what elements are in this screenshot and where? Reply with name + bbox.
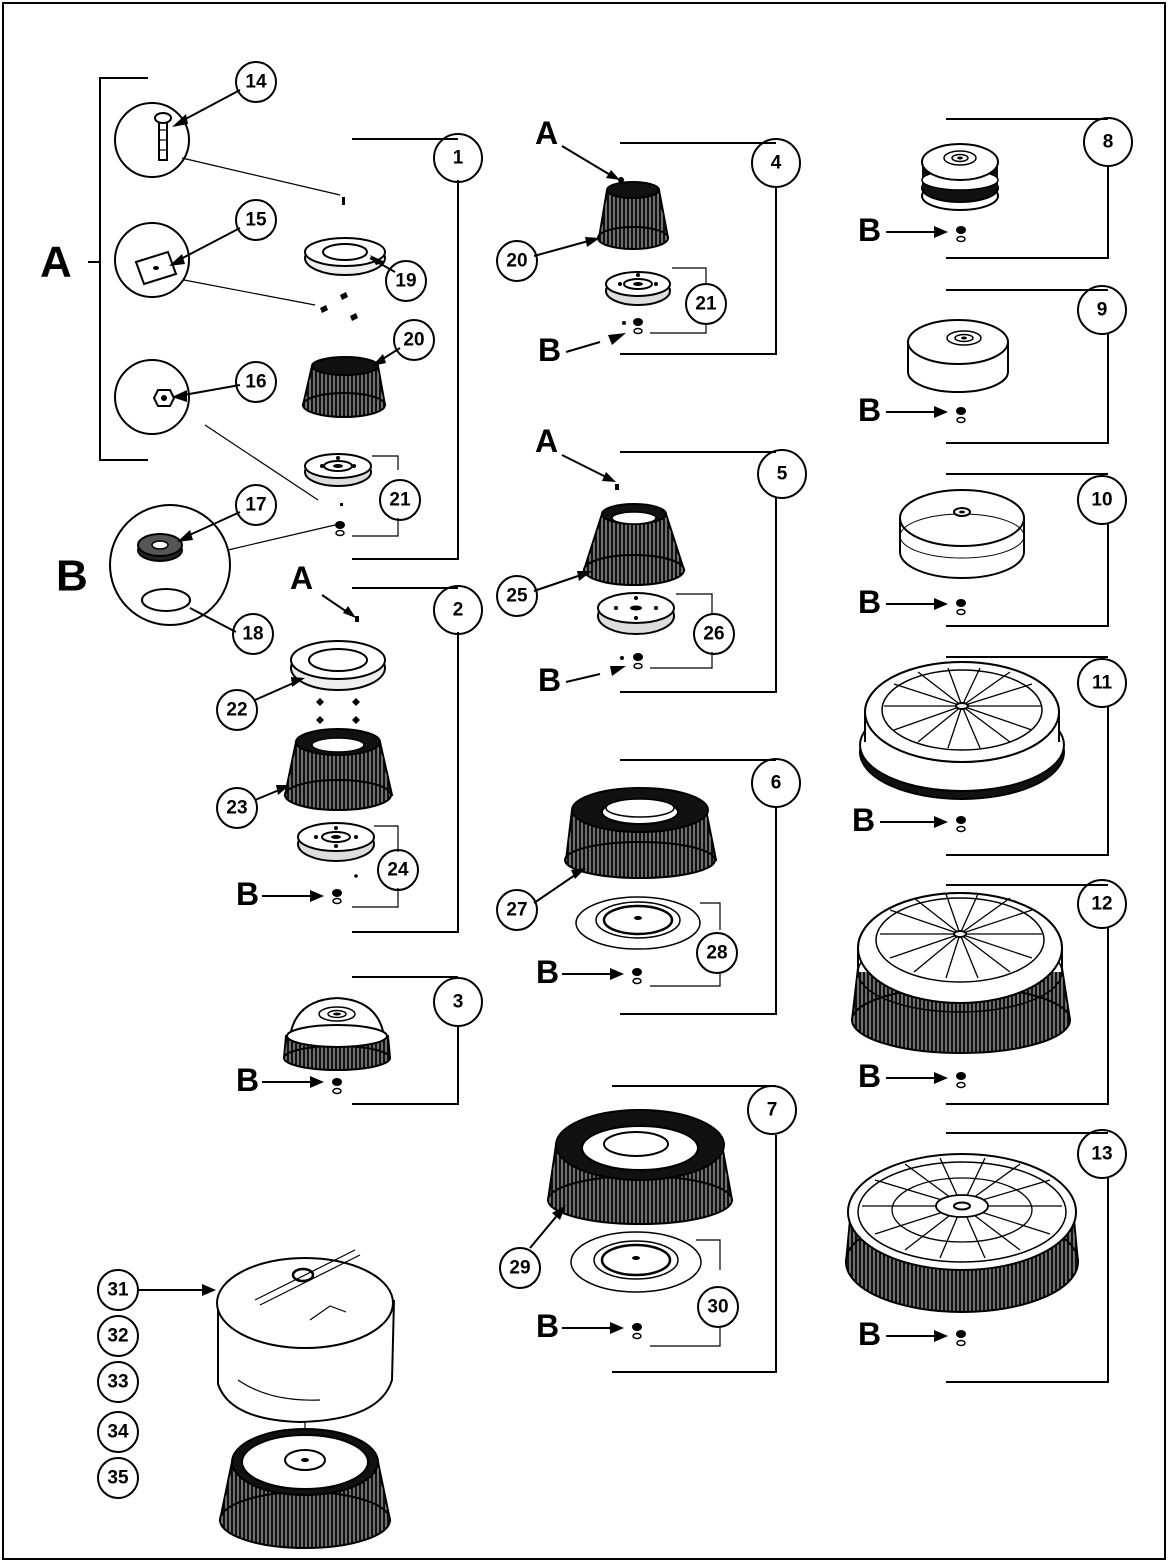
callout-6-label: 6 [771,773,782,794]
callout-15: 15 [169,199,277,266]
letter-b-11: B [852,802,875,838]
callout-27-label: 27 [506,900,527,921]
callout-28-label: 28 [706,943,727,964]
letter-b-3: B [236,1062,259,1098]
spoke-lines-12 [880,893,1042,979]
letter-b-6: B [536,954,559,990]
letter-b-5: B [538,662,561,698]
callout-4-label: 4 [771,153,782,174]
callout-17: 17 [177,484,277,542]
assembly-6: 6 27 28 B [496,758,801,1015]
assembly-8: 8 B [858,117,1133,259]
letter-b-7: B [536,1308,559,1344]
callout-23-label: 23 [226,798,247,819]
assembly-13: 13 B [844,1129,1127,1383]
letter-b-8: B [858,212,881,248]
letter-b-4: B [538,332,561,368]
letter-b-13: B [858,1316,881,1352]
assembly-11: 11 B [852,656,1127,856]
callout-7-label: 7 [767,1100,778,1121]
kit-a-label: A [40,238,72,287]
callout-18-label: 18 [242,624,263,645]
letter-a-2: A [290,560,313,596]
assembly-2: 2 A 22 23 24 B [216,560,483,933]
callout-8-label: 8 [1103,132,1114,153]
kit-b-detail: B [56,504,336,626]
kit-a-bracket: A [40,77,148,461]
callout-31-label: 31 [107,1280,129,1301]
assembly-3: 3 B [236,976,483,1105]
assembly-1: 1 19 20 21 [301,133,483,560]
callout-24-label: 24 [387,860,409,881]
letter-a-5: A [535,423,558,459]
callout-9-label: 9 [1097,300,1108,321]
callout-25-label: 25 [506,586,528,607]
callout-20-label: 20 [403,330,424,351]
callout-29-label: 29 [509,1258,530,1279]
callout-1-label: 1 [453,148,464,169]
callout-19-label: 19 [395,271,416,292]
callout-32-label: 32 [107,1326,128,1347]
callout-17-label: 17 [245,495,266,516]
assembly-10: 10 B [858,473,1127,627]
callout-5-label: 5 [777,464,788,485]
callout-14: 14 [172,61,277,127]
callout-12-label: 12 [1091,894,1112,915]
callout-13-label: 13 [1091,1144,1112,1165]
callout-21-label: 21 [389,490,411,511]
letter-b-10: B [858,584,881,620]
callout-20b-label: 20 [506,251,527,272]
kit-b-label: B [56,552,88,601]
assembly-7: 7 29 30 B [499,1085,797,1373]
callout-26-label: 26 [703,624,724,645]
callout-30-label: 30 [707,1297,728,1318]
callout-35-label: 35 [107,1468,129,1489]
callout-16: 16 [172,361,277,403]
callout-10-label: 10 [1091,490,1112,511]
callout-14-label: 14 [245,72,267,93]
callout-22-label: 22 [226,700,247,721]
callout-3-label: 3 [453,992,464,1013]
callout-33-label: 33 [107,1372,128,1393]
letter-a-4: A [535,115,558,151]
callout-34-label: 34 [107,1422,129,1443]
callout-11-label: 11 [1092,673,1113,694]
callout-2-label: 2 [453,600,464,621]
bolt-detail [114,102,345,205]
callout-21b-label: 21 [695,294,717,315]
spoke-lines-11 [884,667,1042,749]
letter-b-2: B [236,876,259,912]
assembly-5: 5 A 25 26 B [496,423,807,698]
assembly-4: 4 A 20 21 B [496,115,801,368]
letter-b-9: B [858,392,881,428]
callout-15-label: 15 [245,210,267,231]
nut-detail [114,359,343,506]
assembly-12: 12 B [850,879,1127,1105]
cover-assembly: 31 32 33 34 35 [97,1249,395,1549]
assembly-9: 9 B [858,285,1127,444]
plate-detail [114,222,358,321]
callout-18: 18 [189,607,274,655]
letter-b-12: B [858,1058,881,1094]
callout-16-label: 16 [245,372,266,393]
